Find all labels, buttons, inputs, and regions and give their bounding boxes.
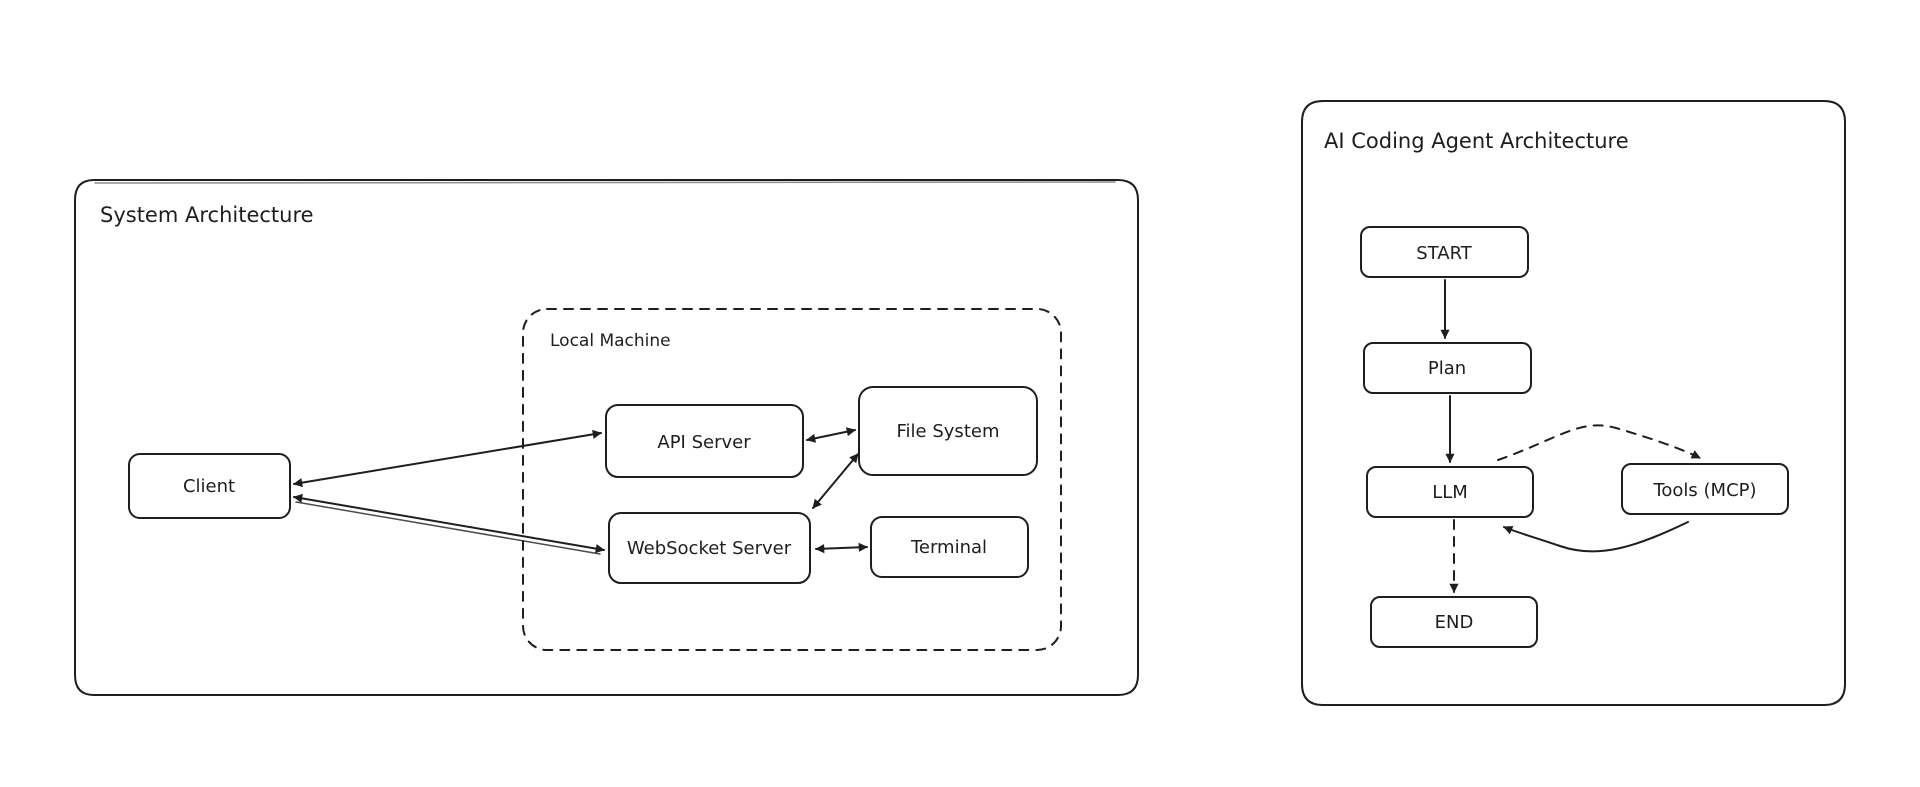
tools-llm-return-arrow (1503, 521, 1689, 553)
tools-mcp-node[interactable]: Tools (MCP) (1621, 463, 1789, 515)
terminal-node[interactable]: Terminal (870, 516, 1029, 578)
api-server-node[interactable]: API Server (605, 404, 804, 478)
llm-node-label: LLM (1432, 482, 1468, 503)
terminal-node-label: Terminal (910, 537, 987, 558)
websocket-server-node-label: WebSocket Server (627, 538, 792, 559)
websocket-terminal-arrow (815, 542, 868, 554)
api-server-node-label: API Server (657, 432, 751, 453)
system-architecture-frame: System Architecture (74, 179, 1139, 696)
system-connectors (293, 427, 868, 555)
system-architecture-title: System Architecture (100, 203, 314, 227)
local-machine-title: Local Machine (550, 331, 671, 351)
client-websocket-arrow (293, 493, 605, 554)
end-node[interactable]: END (1370, 596, 1538, 648)
llm-tools-dashed-arrow (1497, 424, 1701, 461)
start-node[interactable]: START (1360, 226, 1529, 278)
llm-node[interactable]: LLM (1366, 466, 1534, 518)
agent-architecture-title: AI Coding Agent Architecture (1324, 129, 1629, 153)
api-filesystem-arrow (806, 427, 856, 443)
tools-mcp-node-label: Tools (MCP) (1652, 480, 1756, 501)
start-node-label: START (1416, 243, 1473, 264)
file-system-node-label: File System (897, 421, 1000, 442)
agent-connectors (1440, 279, 1701, 593)
local-machine-group: Local Machine (522, 308, 1062, 651)
plan-node[interactable]: Plan (1363, 342, 1532, 394)
agent-architecture-frame: AI Coding Agent Architecture (1301, 100, 1846, 706)
websocket-server-node[interactable]: WebSocket Server (608, 512, 811, 584)
websocket-filesystem-arrow (812, 453, 859, 509)
plan-node-label: Plan (1428, 358, 1466, 379)
file-system-node[interactable]: File System (858, 386, 1038, 476)
client-api-arrow (293, 429, 602, 488)
end-node-label: END (1435, 612, 1474, 633)
client-node-label: Client (183, 476, 235, 497)
client-node[interactable]: Client (128, 453, 291, 519)
